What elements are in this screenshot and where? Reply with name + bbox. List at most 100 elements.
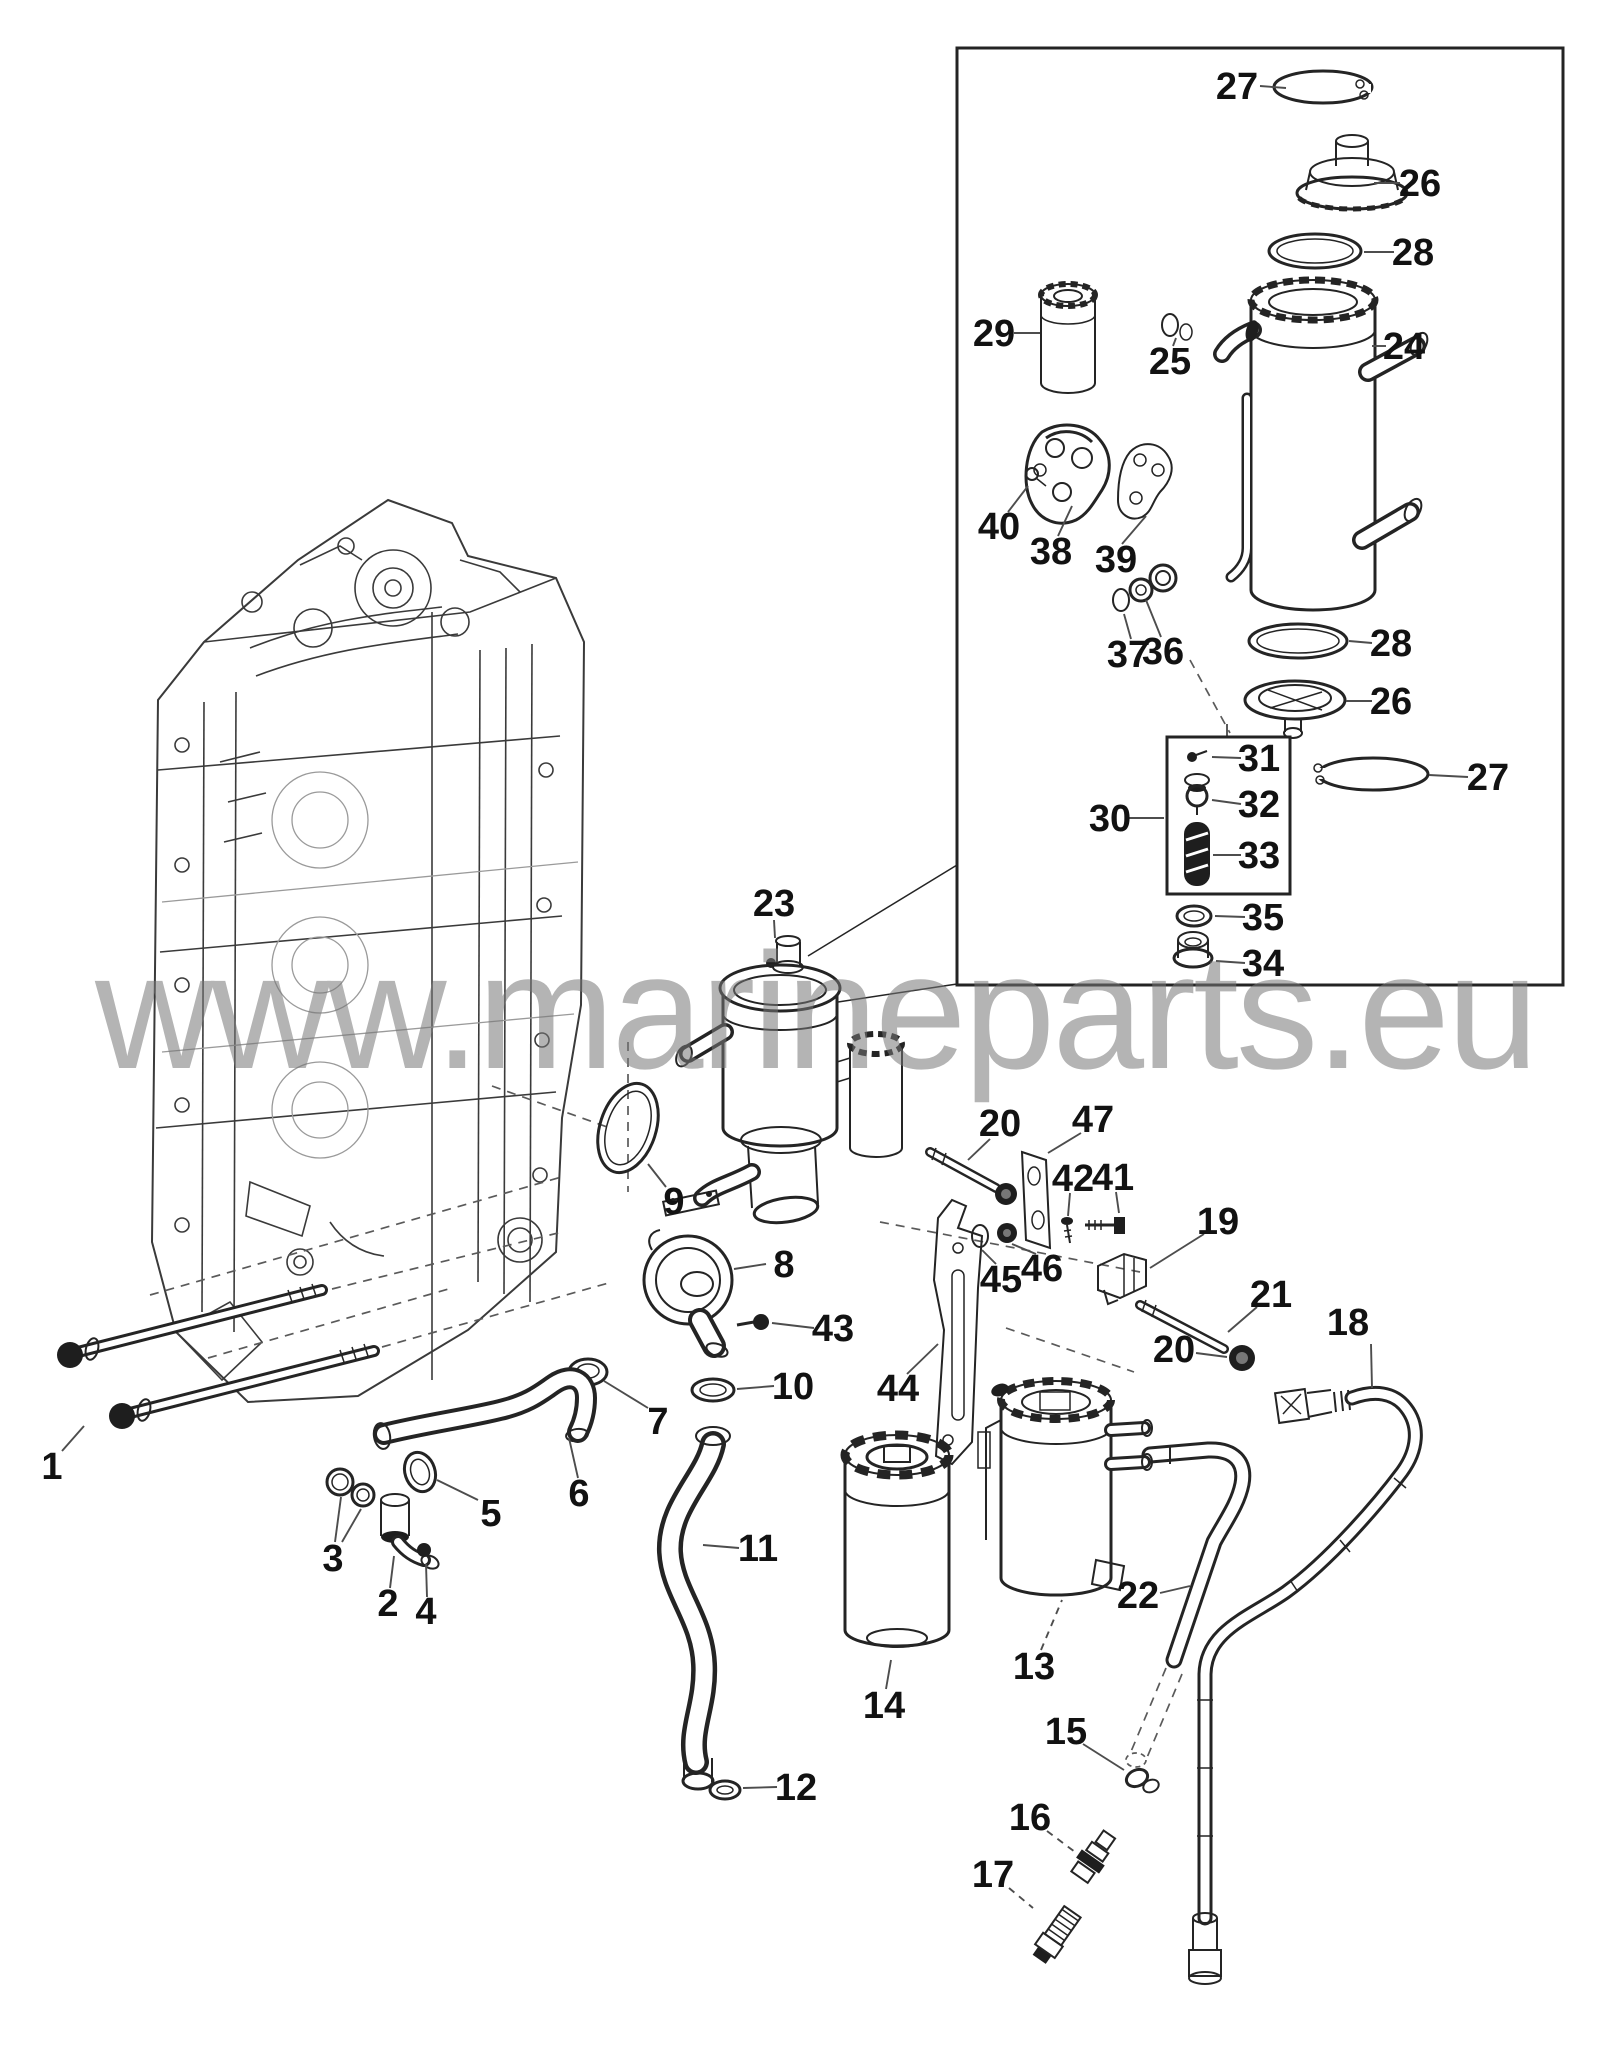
part-43-bolt (736, 1314, 769, 1330)
part-2-elbow-fitting (380, 1493, 440, 1570)
part-number-45: 45 (980, 1259, 1022, 1301)
leader-line-5 (436, 1479, 479, 1501)
part-46-nut (997, 1223, 1017, 1243)
leader-line-21 (1227, 1306, 1258, 1333)
part-number-40: 40 (978, 506, 1020, 548)
leader-line-44 (906, 1343, 939, 1375)
part-number-17: 17 (972, 1854, 1014, 1896)
part-number-6: 6 (568, 1473, 589, 1515)
part-number-8: 8 (773, 1244, 794, 1286)
leader-line-36 (1145, 599, 1162, 638)
part-28-oring-lower (1247, 622, 1349, 660)
part-45-seal (971, 1224, 989, 1248)
part-3-orings (325, 1467, 376, 1543)
part-28-oring-top (1267, 232, 1363, 270)
part-13-reservoir (977, 1377, 1153, 1597)
part-41-bolt (1085, 1217, 1125, 1234)
leader-line-4 (425, 1563, 428, 1598)
leader-line-20 (1195, 1352, 1228, 1358)
leader-line-6 (568, 1437, 579, 1479)
part-number-11: 11 (738, 1528, 778, 1570)
leader-line-41 (1115, 1191, 1120, 1214)
part-6-hose (372, 1367, 598, 1450)
part-35-oring-small (1175, 904, 1213, 928)
part-15-clamp-small (1124, 1767, 1160, 1794)
watermark-text: www.marineparts.eu (94, 919, 1536, 1103)
leader-line-10 (736, 1385, 775, 1390)
leader-line-27 (1428, 774, 1469, 778)
part-number-25: 25 (1149, 341, 1191, 383)
leader-line-16 (1046, 1830, 1076, 1853)
part-number-7: 7 (647, 1401, 668, 1443)
leader-line-34 (1215, 960, 1246, 964)
leader-line-7 (603, 1380, 649, 1409)
part-number-28: 28 (1392, 232, 1434, 274)
part-number-30: 30 (1089, 798, 1131, 840)
part-number-23: 23 (753, 883, 795, 925)
part-21-bolt (1135, 1299, 1229, 1354)
part-number-32: 32 (1238, 784, 1280, 826)
leader-line-9 (647, 1163, 667, 1188)
leader-line-39 (1121, 515, 1147, 545)
part-number-28: 28 (1370, 623, 1412, 665)
part-32-relief-valve (1184, 773, 1210, 815)
part-number-5: 5 (480, 1493, 501, 1535)
leader-line-35 (1214, 915, 1246, 918)
part-number-47: 47 (1072, 1099, 1114, 1141)
part-number-27: 27 (1467, 757, 1509, 799)
part-number-10: 10 (772, 1366, 814, 1408)
part-42-screw (1061, 1217, 1073, 1244)
part-1-bolts (57, 1283, 380, 1429)
part-number-26: 26 (1399, 163, 1441, 205)
part-34-plug (1172, 931, 1214, 969)
part-27-snap-ring-top (1272, 69, 1374, 105)
engine-block-sketch (150, 498, 586, 1404)
part-number-12: 12 (775, 1767, 817, 1809)
part-number-46: 46 (1021, 1248, 1063, 1290)
inset-box-frame (955, 46, 1565, 987)
part-9-oring-large (596, 1081, 660, 1175)
part-22-hose (1125, 1441, 1252, 1768)
part-number-39: 39 (1095, 539, 1137, 581)
part-number-31: 31 (1238, 738, 1280, 780)
leader-line-8 (733, 1263, 767, 1270)
leader-line-17 (1008, 1887, 1034, 1909)
part-31-screw (1187, 750, 1208, 762)
part-38-bracket (1024, 423, 1111, 525)
part-10-oring (690, 1377, 736, 1403)
part-number-38: 38 (1030, 531, 1072, 573)
part-5-clamp (402, 1450, 438, 1494)
leader-line-40 (1007, 485, 1029, 513)
part-16-barb-fitting (1069, 1829, 1117, 1885)
part-number-13: 13 (1013, 1646, 1055, 1688)
part-14-filter-canister (840, 1430, 954, 1648)
part-number-33: 33 (1238, 835, 1280, 877)
leader-line-47 (1047, 1132, 1082, 1154)
leader-line-28 (1348, 640, 1373, 644)
part-37-seal-ring (1112, 588, 1130, 612)
part-number-27: 27 (1216, 66, 1258, 108)
part-number-26: 26 (1370, 681, 1412, 723)
leader-line-46 (1011, 1243, 1037, 1255)
part-40-screw (1025, 467, 1047, 487)
part-number-43: 43 (812, 1308, 854, 1350)
part-number-42: 42 (1052, 1158, 1094, 1200)
part-number-44: 44 (877, 1368, 919, 1410)
part-4-bolt-small (417, 1543, 431, 1557)
part-26-cap-lower (1243, 679, 1347, 739)
leader-line-23 (773, 919, 776, 939)
leader-line-14 (885, 1659, 892, 1690)
inner-box-frame (1165, 735, 1292, 896)
part-20-bolt-upper (925, 1147, 1017, 1205)
leader-line-1 (61, 1425, 85, 1452)
part-number-34: 34 (1242, 943, 1284, 985)
leader-line-25 (1172, 337, 1177, 347)
part-number-4: 4 (415, 1591, 436, 1633)
part-number-20: 20 (979, 1103, 1021, 1145)
part-29-oil-filter (1038, 281, 1098, 394)
leader-line-43 (771, 1322, 815, 1329)
part-23-oil-cooler (661, 935, 905, 1225)
part-number-1: 1 (41, 1446, 62, 1488)
